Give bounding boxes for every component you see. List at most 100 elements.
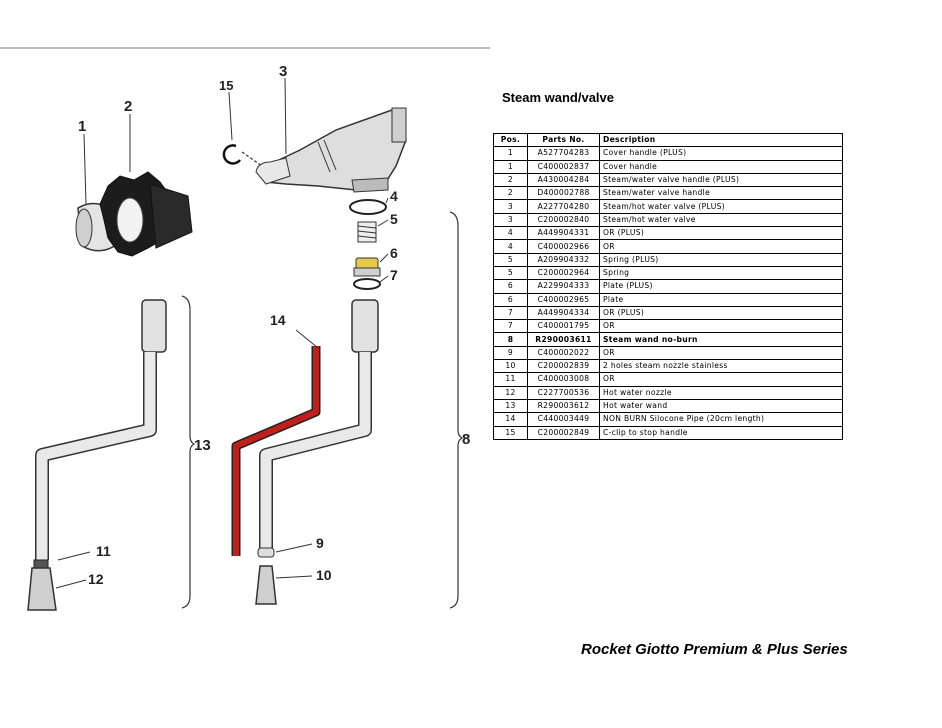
callout-8: 8 [462, 431, 470, 448]
cell-pos: 10 [493, 359, 528, 374]
footer-title: Rocket Giotto Premium & Plus Series [581, 641, 848, 658]
callout-7: 7 [390, 267, 398, 283]
part-o-ring-9 [257, 547, 275, 558]
cell-part-no: A229904333 [527, 279, 600, 294]
part-o-ring-7 [353, 278, 381, 290]
cell-pos: 15 [493, 425, 528, 440]
part-hot-water-nozzle [27, 567, 57, 611]
cell-description: Steam/hot water valve [599, 212, 843, 228]
cell-description: Spring (PLUS) [599, 252, 843, 267]
cell-pos: 11 [493, 372, 528, 387]
cell-description: Cover handle [599, 159, 843, 174]
cell-part-no: D400002788 [527, 186, 600, 201]
section-title: Steam wand/valve [502, 90, 614, 105]
cell-pos: 5 [493, 265, 528, 281]
cell-part-no: R290003612 [527, 398, 600, 414]
cell-pos: 7 [493, 305, 528, 321]
cell-pos: 5 [493, 252, 528, 267]
cell-pos: 6 [493, 292, 528, 307]
cell-description: OR (PLUS) [599, 305, 843, 321]
cell-description: Spring [599, 265, 843, 281]
callout-3: 3 [279, 63, 287, 80]
callout-12: 12 [88, 571, 104, 587]
header-part-no: Parts No. [527, 132, 600, 148]
cell-pos: 3 [493, 199, 528, 214]
part-steam-wand [259, 299, 379, 550]
part-plate [353, 257, 381, 277]
callout-15: 15 [219, 78, 233, 93]
callout-labels: 15 3 2 1 4 5 6 7 14 13 8 11 12 9 10 [78, 63, 470, 587]
cell-description: OR [599, 319, 843, 334]
header-pos: Pos. [493, 132, 528, 148]
cell-pos: 7 [493, 319, 528, 334]
part-o-ring-11 [33, 559, 49, 569]
cell-description: Hot water wand [599, 398, 843, 414]
exploded-parts-diagram: 15 3 2 1 4 5 6 7 14 13 8 11 12 9 10 [0, 47, 490, 611]
callout-2: 2 [124, 98, 132, 115]
cell-description: 2 holes steam nozzle stainless [599, 359, 843, 374]
part-steam-valve-body [255, 107, 407, 193]
cell-pos: 4 [493, 239, 528, 254]
cell-part-no: C400003008 [527, 372, 600, 387]
cell-description: Plate (PLUS) [599, 279, 843, 294]
cell-pos: 2 [493, 172, 528, 188]
callout-9: 9 [316, 535, 324, 551]
cell-description: OR [599, 239, 843, 254]
part-steam-nozzle [255, 565, 277, 605]
cell-pos: 1 [493, 146, 528, 161]
cell-part-no: C200002839 [527, 359, 600, 374]
part-silicone-pipe [231, 346, 321, 556]
cell-part-no: A449904331 [527, 226, 600, 241]
cell-part-no: A227704280 [527, 199, 600, 214]
cell-part-no: C400002965 [527, 292, 600, 307]
cell-part-no: C227700536 [527, 385, 600, 400]
cell-part-no: C400002022 [527, 345, 600, 361]
part-valve-handle [99, 171, 193, 257]
callout-13: 13 [194, 437, 211, 454]
cell-pos: 14 [493, 412, 528, 427]
cell-pos: 8 [493, 332, 528, 347]
cell-pos: 2 [493, 186, 528, 201]
part-hot-water-wand [35, 299, 167, 560]
callout-11: 11 [96, 543, 111, 559]
bracket-13 [181, 295, 196, 609]
cell-part-no: C400001795 [527, 319, 600, 334]
cell-description: Steam/hot water valve (PLUS) [599, 199, 843, 214]
callout-10: 10 [316, 567, 332, 583]
cell-description: OR [599, 345, 843, 361]
cell-part-no: C200002964 [527, 265, 600, 281]
part-c-clip [222, 144, 263, 167]
callout-4: 4 [390, 188, 398, 204]
cell-part-no: C200002840 [527, 212, 600, 228]
cell-description: OR [599, 372, 843, 387]
cell-pos: 9 [493, 345, 528, 361]
cell-part-no: C440003449 [527, 412, 600, 427]
cell-pos: 4 [493, 226, 528, 241]
cell-description: Hot water nozzle [599, 385, 843, 400]
cell-part-no: A430004284 [527, 172, 600, 188]
header-description: Description [599, 132, 843, 148]
cell-description: NON BURN Silocone Pipe (20cm length) [599, 412, 843, 427]
callout-5: 5 [390, 211, 398, 227]
cell-pos: 1 [493, 159, 528, 174]
cell-pos: 3 [493, 212, 528, 228]
cell-part-no: C400002837 [527, 159, 600, 174]
cell-description: Steam wand no-burn [599, 332, 843, 347]
